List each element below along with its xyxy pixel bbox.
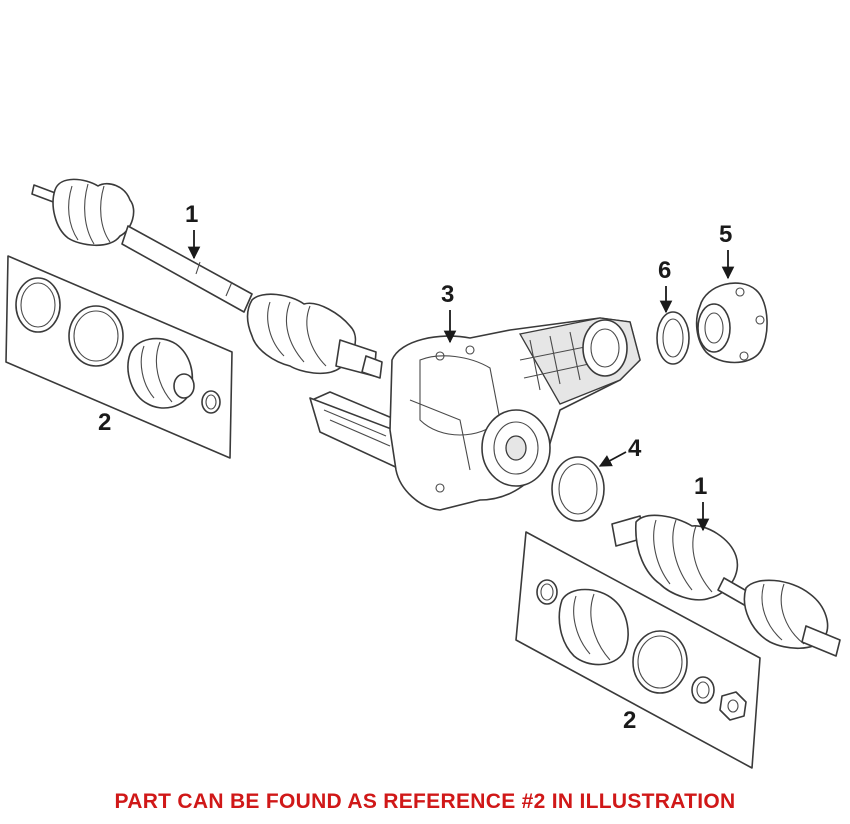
callout-number: 1 (185, 201, 198, 228)
axle-shaft-lower (611, 514, 841, 657)
callout-number: 1 (694, 473, 707, 500)
callout-number: 3 (441, 281, 454, 308)
callout-1-upper: 1 (185, 201, 201, 260)
seal-ring (551, 456, 605, 522)
callout-number: 4 (628, 435, 642, 462)
callout-6: 6 (658, 257, 673, 314)
seal-ring-small (656, 311, 690, 365)
reference-caption: PART CAN BE FOUND AS REFERENCE #2 IN ILL… (114, 790, 736, 813)
callout-number: 2 (623, 707, 636, 734)
drive-flange (695, 282, 768, 364)
callout-4: 4 (598, 435, 642, 467)
differential-assembly (309, 317, 641, 511)
callout-number: 6 (658, 257, 671, 284)
callout-2-left: 2 (98, 409, 111, 436)
callout-5: 5 (719, 221, 735, 280)
callout-2-right: 2 (623, 707, 636, 734)
axle-shaft-upper (31, 178, 383, 379)
callout-1-lower: 1 (694, 473, 710, 532)
repair-kit-panel-right (515, 531, 761, 769)
callout-number: 2 (98, 409, 111, 436)
repair-kit-panel-left (5, 255, 233, 459)
callout-number: 5 (719, 221, 732, 248)
callout-3: 3 (441, 281, 457, 344)
